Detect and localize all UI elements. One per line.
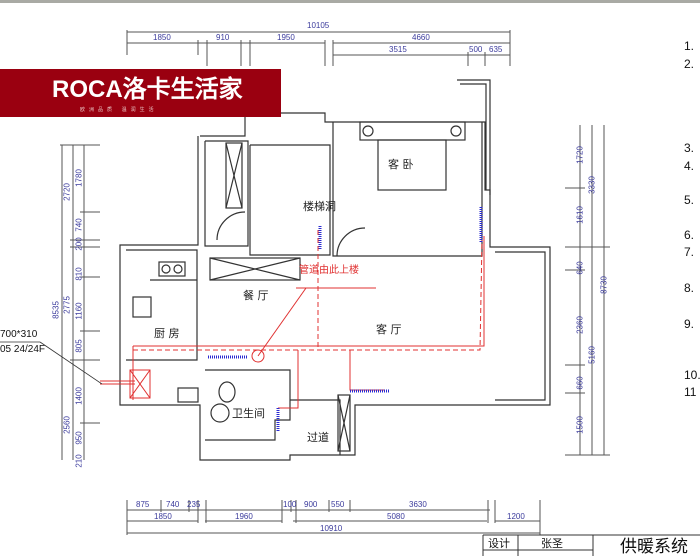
walls (119, 79, 551, 461)
dim-bottom: 3630 (409, 500, 427, 509)
dim-left: 1400 (74, 387, 84, 405)
dim-top: 635 (489, 45, 503, 54)
dim-right: 2360 (575, 316, 585, 334)
dim-right: 3330 (587, 176, 597, 194)
dim-bottom: 1960 (235, 512, 253, 521)
dim-right-overall: 8730 (599, 276, 609, 294)
note-item: 8. (684, 281, 695, 295)
dim-left: 200 (74, 237, 84, 251)
dim-top: 1950 (277, 33, 295, 42)
dim-bottom: 1200 (507, 512, 525, 521)
dim-top-overall: 10105 (307, 21, 330, 30)
note-item: 5. (684, 193, 695, 207)
dim-top: 3515 (389, 45, 407, 54)
roca-logo: ROCA洛卡生活家 (52, 76, 243, 103)
dim-bottom: 900 (304, 500, 318, 509)
dim-top: 500 (469, 45, 483, 54)
dim-right: 640 (575, 261, 585, 275)
note-item: 4. (684, 159, 695, 173)
room-living: 客 厅 (376, 323, 402, 336)
room-kitchen: 厨 房 (154, 327, 180, 340)
dim-left: 950 (74, 431, 84, 445)
radiators (208, 207, 483, 432)
pipe-riser-note: 管道由此上楼 (299, 265, 359, 276)
dim-bottom: 550 (331, 500, 345, 509)
window-border (0, 0, 700, 3)
dim-bottom-overall: 10910 (320, 524, 343, 533)
note-item: 7. (684, 245, 695, 259)
brand-slogan: 欧洲品质 温润生活 (80, 107, 158, 113)
dim-left: 810 (74, 267, 84, 281)
dim-left: 1160 (74, 302, 84, 320)
room-corridor: 过道 (307, 431, 329, 444)
title-block-designer: 张圣 (541, 538, 563, 550)
dim-left: 1780 (74, 169, 84, 187)
note-item: 3. (684, 141, 695, 155)
dim-right: 1610 (575, 206, 585, 224)
note-item: 1. (684, 39, 695, 53)
dim-top: 4660 (412, 33, 430, 42)
heating-pipes (100, 230, 485, 409)
dim-left: 740 (74, 218, 84, 232)
room-bathroom: 卫生间 (232, 407, 265, 420)
title-block-design-label: 设计 (488, 538, 510, 550)
dim-right: 1500 (575, 416, 585, 434)
dim-bottom: 235 (187, 500, 201, 509)
note-item: 2. (684, 57, 695, 71)
dim-left-overall: 8535 (51, 301, 61, 319)
note-item: 10. (684, 368, 700, 382)
dim-top: 1850 (153, 33, 171, 42)
dim-right: 1720 (575, 146, 585, 164)
drawing-title: 供暖系统 (620, 537, 688, 556)
room-guest-bedroom: 客 卧 (388, 158, 414, 171)
note-item: 9. (684, 317, 695, 331)
dimension-lines (60, 30, 610, 535)
dim-left: 210 (74, 454, 84, 468)
dim-left: 2560 (62, 416, 72, 434)
dim-bottom: 5080 (387, 512, 405, 521)
room-dining: 餐 厅 (243, 289, 269, 302)
dim-left: 2720 (62, 183, 72, 201)
roca-brand-banner: ROCA洛卡生活家 欧洲品质 温润生活 (0, 69, 281, 117)
note-item: 6. (684, 228, 695, 242)
room-stairwell: 楼梯洞 (303, 200, 336, 213)
dim-top: 910 (216, 33, 230, 42)
dim-bottom: 875 (136, 500, 150, 509)
dim-left: 805 (74, 339, 84, 353)
dim-right: 660 (575, 376, 585, 390)
dim-right: 5160 (587, 346, 597, 364)
dim-bottom: 100 (283, 500, 297, 509)
note-item: 11 (684, 385, 697, 399)
dim-bottom: 1850 (154, 512, 172, 521)
dim-left: 2775 (62, 296, 72, 314)
dim-bottom: 740 (166, 500, 180, 509)
title-block-lines (482, 534, 700, 556)
boiler-label-size: 700*310 (0, 329, 38, 340)
boiler-label-model: 05 24/24F (0, 344, 46, 355)
